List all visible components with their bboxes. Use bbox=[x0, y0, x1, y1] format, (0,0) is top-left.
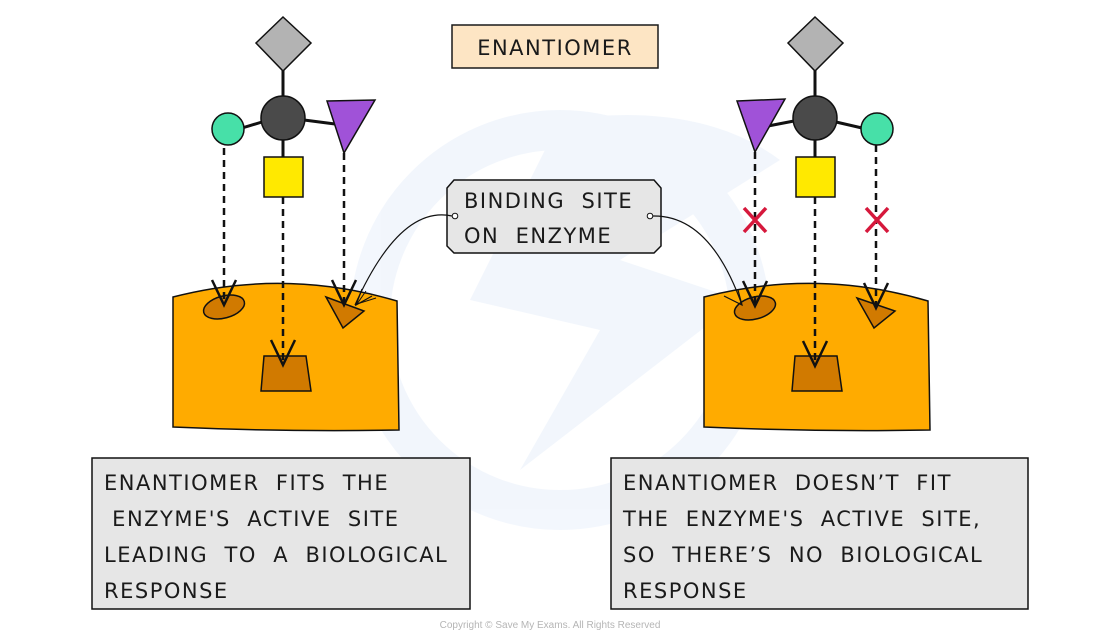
triangle-group bbox=[325, 99, 377, 155]
active-site-square bbox=[260, 355, 312, 392]
left-caption-line-4: RESPONSE bbox=[104, 579, 229, 603]
square-group bbox=[263, 156, 304, 198]
right-caption-line-1: ENANTIOMER DOESN’T FIT bbox=[623, 471, 952, 495]
triangle-group bbox=[735, 98, 787, 154]
copyright-notice: Copyright © Save My Exams. All Rights Re… bbox=[439, 620, 661, 631]
right-caption-line-4: RESPONSE bbox=[623, 579, 748, 603]
leader-line-right bbox=[652, 215, 743, 306]
left-caption-line-2: ENZYME'S ACTIVE SITE bbox=[104, 507, 400, 531]
right-enantiomer bbox=[735, 15, 894, 198]
left-caption-line-1: ENANTIOMER FITS THE bbox=[104, 471, 389, 495]
central-atom bbox=[792, 95, 838, 141]
right-enzyme bbox=[703, 282, 931, 432]
left-caption-line-3: LEADING TO A BIOLOGICAL bbox=[104, 543, 448, 567]
left-enantiomer bbox=[211, 15, 377, 198]
cross-icon bbox=[742, 206, 768, 234]
diamond-group bbox=[254, 15, 313, 73]
central-atom bbox=[260, 95, 306, 141]
right-caption-line-3: SO THERE’S NO BIOLOGICAL bbox=[623, 543, 983, 567]
cross-icon bbox=[864, 206, 890, 234]
leader-line-left bbox=[354, 214, 453, 306]
square-group bbox=[795, 156, 836, 198]
title-box: ENANTIOMER bbox=[451, 24, 659, 69]
right-caption-line-2: THE ENZYME'S ACTIVE SITE, bbox=[622, 507, 981, 531]
circle-group bbox=[211, 112, 245, 146]
binding-site-label: BINDING SITE ON ENZYME bbox=[354, 179, 743, 307]
diamond-group bbox=[786, 15, 845, 73]
circle-group bbox=[860, 112, 894, 146]
active-site-square bbox=[791, 355, 843, 392]
binding-label-line-2: ON ENZYME bbox=[464, 224, 612, 248]
left-caption-box: ENANTIOMER FITS THE ENZYME'S ACTIVE SITE… bbox=[91, 457, 471, 610]
right-caption-box: ENANTIOMER DOESN’T FIT THE ENZYME'S ACTI… bbox=[610, 457, 1029, 610]
right-binding-arrows bbox=[741, 145, 890, 369]
left-binding-arrows bbox=[210, 148, 358, 368]
binding-label-line-1: BINDING SITE bbox=[464, 189, 633, 213]
title-text: ENANTIOMER bbox=[477, 36, 633, 60]
